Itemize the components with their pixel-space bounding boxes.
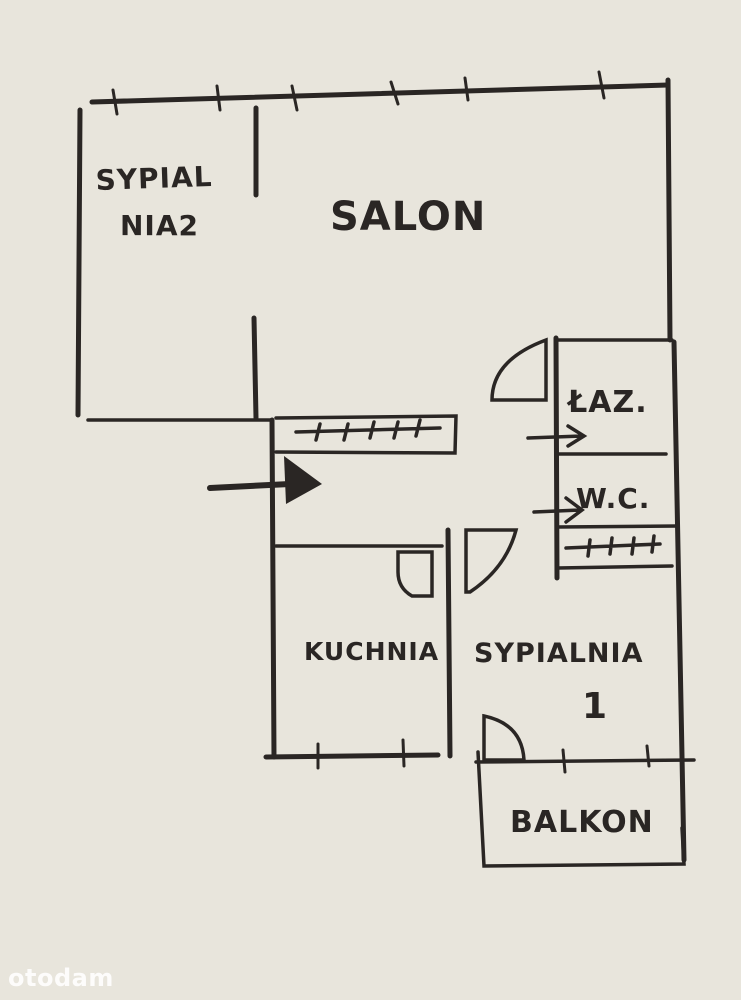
bath-divider-3 [556, 564, 674, 570]
hall-left-wall [269, 417, 277, 760]
kitchen-bottom-wall [263, 752, 441, 760]
otodam-watermark: otodam [8, 964, 114, 992]
partition-lower [251, 315, 259, 421]
bath-left-wall [553, 335, 560, 581]
wardrobe-hatch [294, 418, 442, 442]
bedroom1-door-icon [464, 528, 519, 594]
wall-right-upper [665, 77, 673, 343]
bath-closet-hatch [564, 534, 662, 558]
label-kuchnia: KUCHNIA [304, 637, 439, 666]
kitchen-door-icon [396, 550, 434, 598]
wc-arrow-icon [532, 496, 585, 524]
label-sypialnia1-line1: SYPIALNIA [474, 638, 643, 669]
bath-right-wall [671, 339, 687, 863]
label-sypialnia2-line1: SYPIAL [95, 160, 213, 197]
balcony-outline [476, 750, 686, 868]
label-salon: SALON [330, 194, 486, 240]
label-balkon: BALKON [510, 805, 654, 840]
balcony-door-icon [482, 713, 526, 762]
label-lazienka: ŁAZ. [566, 385, 648, 420]
entry-arrow-icon [207, 456, 322, 504]
kitchen-right-wall [445, 527, 453, 759]
bath-door-icon [490, 337, 548, 402]
label-sypialnia1-line2: 1 [582, 686, 608, 727]
window-ticks-top [111, 70, 606, 116]
label-sypialnia2-line2: NIA2 [120, 209, 199, 242]
label-wc: W.C. [576, 482, 650, 515]
wardrobe-box [274, 414, 458, 455]
lazienka-arrow-icon [526, 424, 588, 448]
wall-left [75, 107, 83, 418]
bath-divider-2 [556, 524, 680, 529]
wall-top [89, 82, 671, 105]
